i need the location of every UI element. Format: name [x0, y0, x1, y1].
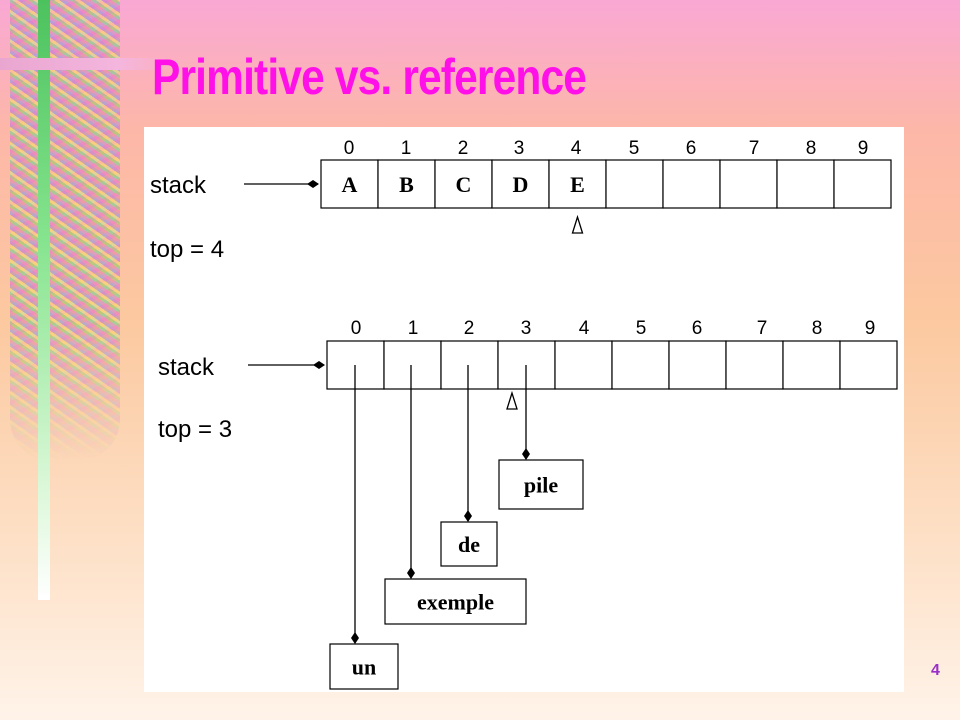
- primitive-top-label: top = 4: [150, 236, 224, 263]
- primitive-stack-label: stack: [150, 172, 207, 199]
- reference-cell-5: [611, 340, 670, 390]
- primitive-cell-value-4: E: [570, 172, 585, 197]
- reference-index-1: 1: [408, 318, 419, 339]
- reference-cell-6: [668, 340, 727, 390]
- primitive-index-7: 7: [749, 138, 760, 159]
- object-label-3: pile: [524, 473, 558, 498]
- reference-stack-diagram: 0 1 2 3 4 5 6 7 8 9 stack top = 3 un exemple de pile: [158, 318, 898, 690]
- reference-index-5: 5: [636, 318, 647, 339]
- page-number: 4: [931, 662, 940, 679]
- reference-index-6: 6: [692, 318, 703, 339]
- primitive-index-5: 5: [629, 138, 640, 159]
- decorative-horizontal-bar: [0, 58, 170, 70]
- decorative-pattern: [0, 0, 120, 460]
- primitive-index-9: 9: [858, 138, 869, 159]
- object-box-0: [329, 643, 399, 690]
- primitive-cell-6: [662, 159, 721, 209]
- primitive-cell-value-1: B: [399, 172, 414, 197]
- reference-index-7: 7: [757, 318, 768, 339]
- primitive-top-marker: [571, 214, 584, 234]
- reference-stack-label: stack: [158, 354, 215, 381]
- reference-index-3: 3: [521, 318, 532, 339]
- reference-top-marker: [506, 390, 518, 410]
- object-box-2: [440, 521, 498, 567]
- primitive-index-1: 1: [401, 138, 412, 159]
- object-label-0: un: [352, 655, 376, 680]
- primitive-cell-9: [833, 159, 892, 209]
- reference-cell-4: [554, 340, 613, 390]
- primitive-cell-0: [320, 159, 379, 209]
- reference-top-label: top = 3: [158, 416, 232, 443]
- primitive-index-6: 6: [686, 138, 697, 159]
- primitive-cell-value-0: A: [342, 172, 358, 197]
- primitive-index-4: 4: [571, 138, 582, 159]
- reference-index-9: 9: [865, 318, 876, 339]
- reference-index-0: 0: [351, 318, 362, 339]
- object-box-1: [384, 578, 527, 625]
- reference-index-8: 8: [812, 318, 823, 339]
- primitive-index-0: 0: [344, 138, 355, 159]
- primitive-cell-1: [377, 159, 436, 209]
- object-label-2: de: [458, 532, 480, 557]
- reference-cell-9: [839, 340, 898, 390]
- reference-cell-7: [725, 340, 784, 390]
- reference-cell-2: [440, 340, 499, 390]
- object-box-3: [498, 459, 584, 510]
- reference-index-2: 2: [464, 318, 475, 339]
- primitive-index-8: 8: [806, 138, 817, 159]
- reference-cell-1: [383, 340, 442, 390]
- primitive-cell-5: [605, 159, 664, 209]
- object-label-1: exemple: [417, 590, 494, 615]
- slide-title: Primitive vs. reference: [152, 49, 587, 105]
- primitive-cell-7: [719, 159, 778, 209]
- primitive-cell-value-2: C: [456, 172, 472, 197]
- primitive-cell-3: [491, 159, 550, 209]
- primitive-cell-2: [434, 159, 493, 209]
- primitive-cell-4: [548, 159, 607, 209]
- reference-cell-8: [782, 340, 841, 390]
- decorative-vertical-bar: [38, 0, 50, 600]
- primitive-cell-8: [776, 159, 835, 209]
- reference-index-4: 4: [579, 318, 590, 339]
- primitive-index-2: 2: [458, 138, 469, 159]
- primitive-index-3: 3: [514, 138, 525, 159]
- primitive-cell-value-3: D: [513, 172, 529, 197]
